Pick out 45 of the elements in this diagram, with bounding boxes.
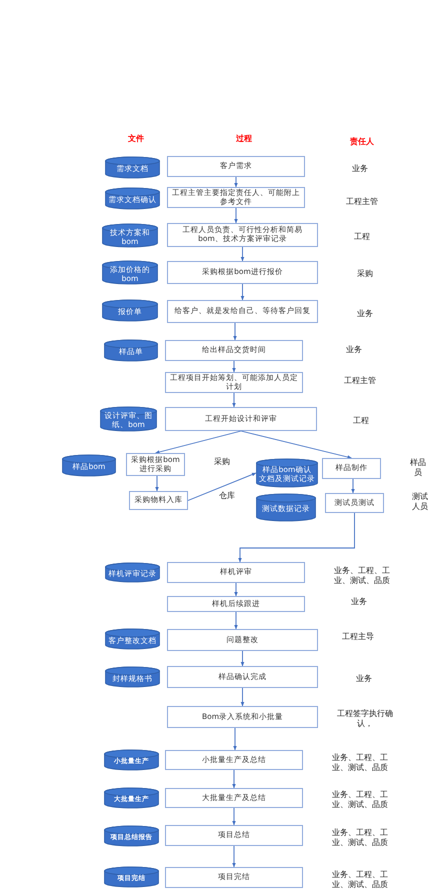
role-label: 工程主导 xyxy=(341,632,375,642)
arrow xyxy=(238,512,355,562)
role-label: 业务、工程、工业、测试、品质 xyxy=(331,828,389,848)
arrow xyxy=(232,770,236,788)
arrow xyxy=(351,478,355,494)
role-label: 业务 xyxy=(351,164,369,174)
arrow xyxy=(234,208,238,224)
arrow xyxy=(240,284,244,300)
role-label: 业务 xyxy=(350,597,368,607)
role-label: 业务 xyxy=(355,674,373,684)
column-heading: 过程 xyxy=(235,134,253,144)
arrow xyxy=(155,476,159,492)
arrow xyxy=(232,392,236,408)
arrow xyxy=(240,688,244,706)
role-label: 业务 xyxy=(345,345,363,355)
role-label: 仓库 xyxy=(218,491,236,501)
arrow xyxy=(155,430,242,454)
role-label: 工程 xyxy=(353,232,371,242)
column-heading: 文件 xyxy=(127,134,145,144)
arrow xyxy=(234,176,238,188)
role-label: 工程 xyxy=(352,416,370,426)
role-label: 采购 xyxy=(356,269,374,279)
arrow xyxy=(188,472,256,501)
arrow xyxy=(233,728,237,750)
column-heading: 责任人 xyxy=(349,137,375,147)
arrow xyxy=(234,612,238,630)
arrow xyxy=(232,360,236,372)
role-label: 业务、工程、工业、测试、品质 xyxy=(331,753,389,772)
arrow xyxy=(232,808,236,826)
arrow xyxy=(240,650,244,666)
arrow xyxy=(240,430,352,459)
role-label: 工程签字执行确认， xyxy=(336,709,394,728)
arrow xyxy=(233,322,237,340)
role-label: 工程主管 xyxy=(345,197,379,207)
arrow xyxy=(232,846,236,868)
arrow xyxy=(234,582,238,596)
role-label: 业务、工程、工业、测试、品质 xyxy=(333,566,391,586)
role-label: 业务、工程、工业、测试、品质 xyxy=(331,790,389,810)
role-label: 业务 xyxy=(356,309,374,319)
role-label: 业务、工程、工业、测试、品质 xyxy=(331,870,389,890)
role-label: 样品员 xyxy=(409,458,427,478)
role-label: 工程主管 xyxy=(343,376,377,386)
role-label: 采购 xyxy=(213,457,231,467)
role-label: 测试人员 xyxy=(411,492,429,512)
arrow xyxy=(240,246,244,262)
